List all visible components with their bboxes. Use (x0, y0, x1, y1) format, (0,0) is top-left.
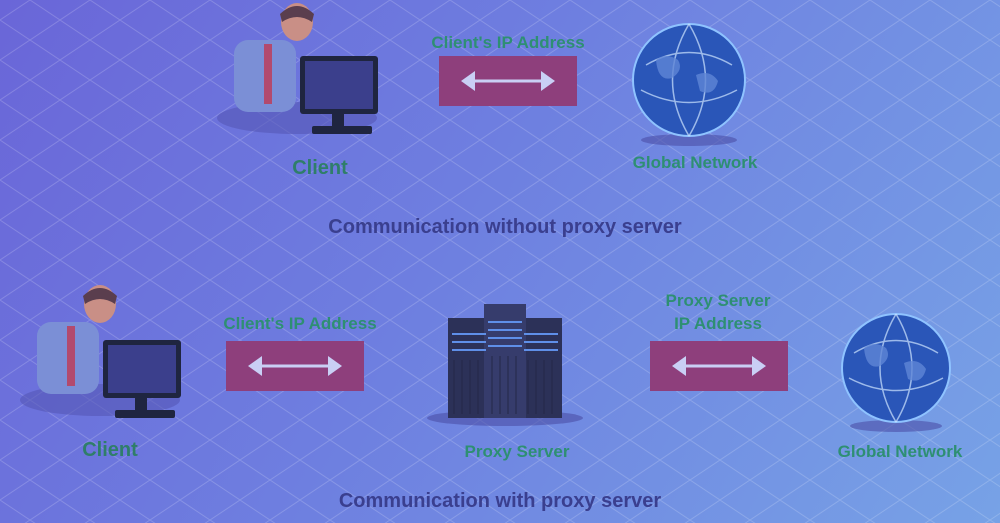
client-at-computer-icon (217, 3, 378, 134)
client-label-bottom: Client (82, 439, 138, 461)
arrow-label-top: Client's IP Address (431, 33, 585, 52)
caption-bottom: Communication with proxy server (338, 490, 662, 512)
arrow2-label-line2: IP Address (674, 314, 762, 333)
globe-icon (841, 313, 951, 432)
globe-icon (632, 23, 746, 146)
double-arrow-icon (672, 356, 766, 376)
globe-illustration-top (626, 20, 752, 150)
network-label-top: Global Network (632, 153, 758, 172)
arrow2-label-line1: Proxy Server (665, 291, 771, 310)
client-illustration-bottom (15, 282, 185, 432)
caption-top: Communication without proxy server (328, 216, 682, 238)
proxy-server-illustration (420, 300, 590, 430)
double-arrow-icon (248, 356, 342, 376)
bidirectional-arrow-client-proxy (226, 341, 364, 391)
client-at-computer-icon (20, 285, 181, 418)
arrow1-label-bottom: Client's IP Address (223, 314, 377, 333)
client-illustration-top (212, 0, 382, 150)
proxy-label-bottom: Proxy Server (464, 442, 570, 461)
server-rack-icon (427, 304, 583, 426)
bidirectional-arrow-top (439, 56, 577, 106)
double-arrow-icon (461, 71, 555, 91)
network-label-bottom: Global Network (837, 442, 963, 461)
globe-illustration-bottom (836, 308, 962, 438)
bidirectional-arrow-proxy-network (650, 341, 788, 391)
client-label-top: Client (292, 157, 348, 179)
